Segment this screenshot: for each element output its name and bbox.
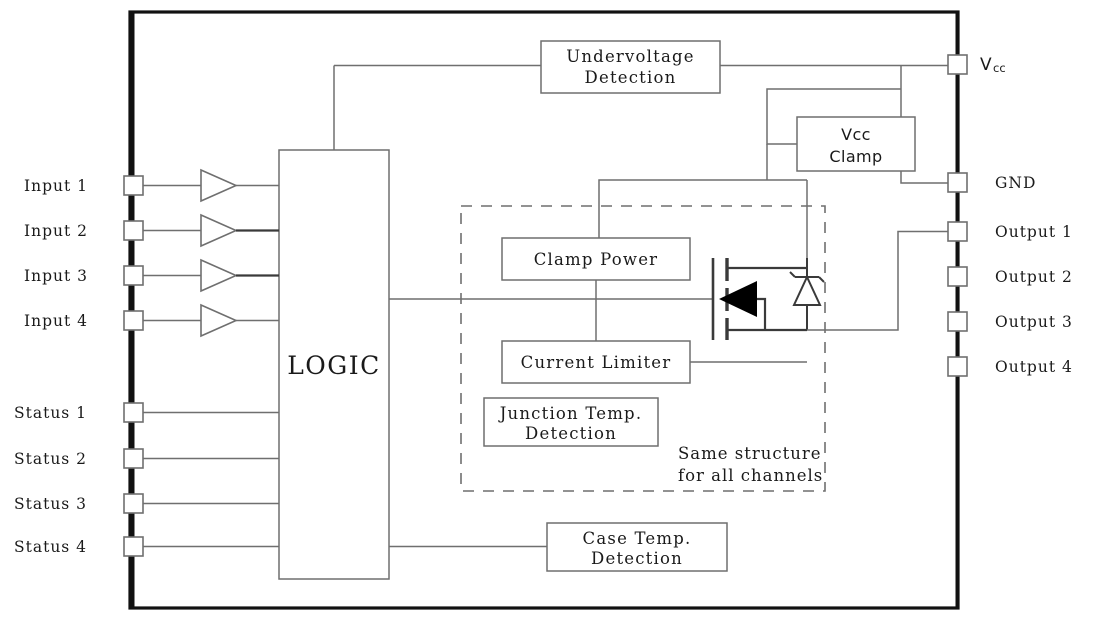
channel-note-line-1: Same structure: [678, 444, 822, 463]
pin-label-status-3: Status 3: [14, 495, 87, 513]
junction-temp-label-line2: Detection: [525, 424, 617, 443]
input-buffer-amplifier-1: [200, 168, 238, 203]
wire-clamp-to-gnd: [900, 171, 948, 184]
pin-label-input-2: Input 2: [24, 222, 88, 240]
input-buffer-amplifier-3: [200, 258, 238, 293]
undervoltage-detection-label-line1: Undervoltage: [566, 47, 694, 66]
current-limiter-label: Current Limiter: [521, 353, 672, 372]
pad-status-4[interactable]: [123, 536, 144, 557]
pin-label-input-1: Input 1: [24, 177, 88, 195]
junction-temp-label-line1: Junction Temp.: [498, 404, 643, 423]
mosfet-body-arrow: [719, 281, 757, 317]
pad-input-4[interactable]: [123, 310, 144, 331]
pad-output-3[interactable]: [947, 311, 968, 332]
zener-diode-cathode-bar: [789, 271, 825, 283]
channel-note-line-2: for all channels: [678, 466, 823, 485]
wire-clamp-left-to-vcc-branch: [766, 88, 901, 145]
pin-label-output-3: Output 3: [995, 313, 1073, 331]
wire-mosfet-source-to-output-1: [807, 230, 948, 331]
pad-input-1[interactable]: [123, 175, 144, 196]
vcc-clamp-label-line2: Clamp: [829, 147, 882, 166]
pin-label-status-1: Status 1: [14, 404, 87, 422]
pad-status-3[interactable]: [123, 493, 144, 514]
pin-label-gnd: GND: [995, 174, 1036, 192]
pad-input-2[interactable]: [123, 220, 144, 241]
logic-block-label: LOGIC: [287, 351, 381, 380]
pad-output-1[interactable]: [947, 221, 968, 242]
undervoltage-detection-label-line2: Detection: [585, 68, 677, 87]
clamp-power-block: [501, 237, 691, 281]
mosfet-bulk-to-source: [757, 297, 767, 330]
pad-vcc[interactable]: [947, 54, 968, 75]
junction-temp-detection-block: [483, 397, 659, 447]
wire-supply-rail-to-clamp-power: [598, 179, 767, 245]
logic-block: [278, 149, 390, 580]
zener-diode-triangle: [792, 274, 822, 306]
package-outline: [128, 10, 960, 610]
case-temp-label-line1: Case Temp.: [583, 529, 692, 548]
channel-boundary-dashed-box: [460, 205, 826, 492]
current-limiter-block: [501, 340, 691, 384]
pin-label-status-4: Status 4: [14, 538, 87, 556]
pin-label-output-4: Output 4: [995, 358, 1073, 376]
undervoltage-detection-block: [540, 40, 721, 94]
pad-gnd[interactable]: [947, 172, 968, 193]
input-buffer-amplifier-2: [200, 213, 238, 248]
input-buffer-amplifier-4: [200, 303, 238, 338]
case-temp-detection-block: [546, 522, 728, 572]
case-temp-label-line2: Detection: [591, 549, 683, 568]
pad-status-1[interactable]: [123, 402, 144, 423]
pin-label-status-2: Status 2: [14, 450, 87, 468]
vcc-clamp-label-line1: Vcc: [841, 125, 871, 144]
pin-label-input-3: Input 3: [24, 267, 88, 285]
pad-output-4[interactable]: [947, 356, 968, 377]
pad-status-2[interactable]: [123, 448, 144, 469]
pin-label-input-4: Input 4: [24, 312, 88, 330]
pin-label-vcc-subscript: cc: [993, 61, 1006, 75]
pad-input-3[interactable]: [123, 265, 144, 286]
pin-label-vcc-main: V: [980, 55, 992, 75]
pin-label-output-1: Output 1: [995, 223, 1073, 241]
pin-label-output-2: Output 2: [995, 268, 1073, 286]
clamp-power-label: Clamp Power: [534, 250, 659, 269]
pad-output-2[interactable]: [947, 266, 968, 287]
